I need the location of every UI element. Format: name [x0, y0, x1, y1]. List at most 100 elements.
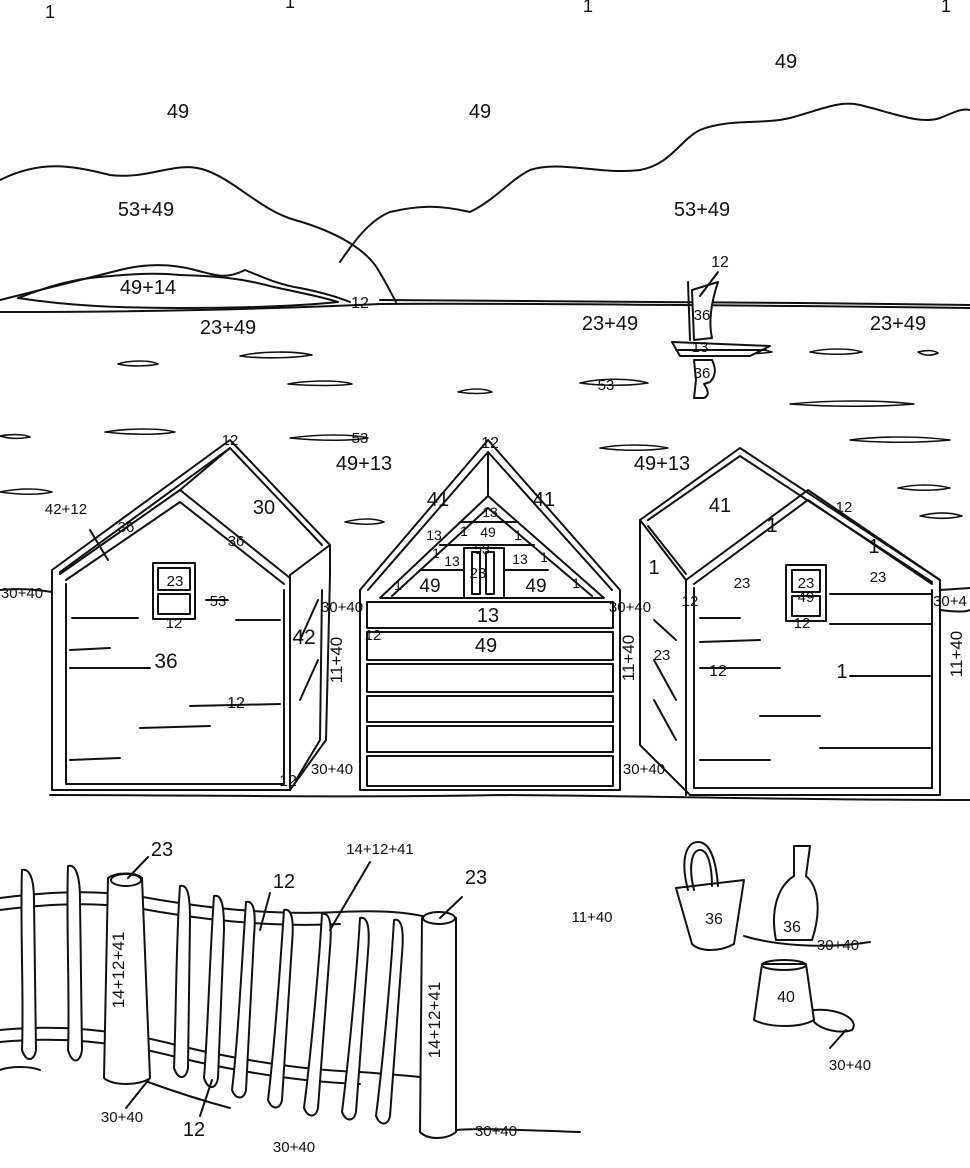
number-sea-mid: 23+49: [582, 313, 638, 335]
number-hut1-window-sill: 12: [166, 615, 183, 632]
number-hut2-left-30-40: 30+40: [321, 599, 363, 616]
number-sky-right: 49: [775, 51, 797, 73]
number-sea-lower-1: 49+13: [336, 453, 392, 475]
number-hut1-trim-c: 36: [228, 533, 245, 550]
horizon: [0, 299, 970, 313]
number-post2-top: 23: [465, 867, 487, 889]
number-ground-1: 30+40: [311, 761, 353, 778]
number-hut3-window-pane: 23: [798, 575, 815, 592]
number-sky-top-3: 1: [583, 0, 593, 16]
number-hut3-trim-3: 1: [868, 536, 879, 558]
number-fence-rope: 14+12+41: [346, 841, 414, 858]
number-pot: 40: [777, 989, 795, 1006]
number-pot-shadow: 30+40: [829, 1057, 871, 1074]
number-ground-2: 30+40: [623, 761, 665, 778]
island: [0, 264, 351, 309]
sailboat: [671, 281, 771, 399]
number-mountain-left: 53+49: [118, 199, 174, 221]
number-hut2-roof-ridge: 12: [481, 435, 499, 452]
number-hut2-gable-49r: 49: [525, 576, 546, 597]
number-hut2-roof-left: 41: [427, 489, 449, 511]
mountains: [0, 102, 970, 303]
leader-lines: [125, 271, 847, 1117]
number-hut3-23-right: 23: [870, 569, 887, 586]
number-post1-body: 14+12+41: [109, 932, 128, 1009]
number-bucket-shadow: 30+40: [817, 937, 859, 954]
number-hut2-roof-right: 41: [533, 489, 555, 511]
number-fence-bottom-12: 12: [183, 1119, 205, 1141]
ground: [0, 587, 970, 801]
number-hut1-window-frame: 53: [210, 593, 227, 610]
number-fence-bottom-30-40a: 30+40: [101, 1109, 143, 1126]
hut-3: [639, 447, 941, 796]
number-fence-bottom-30-40c: 30+40: [475, 1123, 517, 1140]
number-hut3-side-23: 23: [654, 647, 671, 664]
number-hut3-side: 1: [648, 557, 659, 579]
number-hut1-side: 42: [292, 626, 315, 649]
number-left-edge: 30+40: [1, 585, 43, 602]
number-hut1-plank: 12: [227, 695, 245, 712]
number-hut3-plank: 12: [709, 663, 727, 680]
water-ripples: [0, 348, 963, 526]
number-sky-top-2: 1: [285, 0, 295, 12]
number-post1-top: 23: [151, 839, 173, 861]
number-sky-left: 49: [167, 101, 189, 123]
number-hut3-trim-1: 1: [766, 515, 777, 537]
number-hut3-corner: 12: [682, 593, 699, 610]
number-mountain-right: 53+49: [674, 199, 730, 221]
number-hut2-gable-1d: 1: [540, 549, 548, 565]
number-gap-1: 11+40: [327, 637, 346, 683]
number-hut3-trim-2: 12: [836, 499, 853, 516]
number-hut2-gable-53: 53: [474, 541, 490, 557]
number-hut2-gable-1b: 1: [514, 527, 522, 543]
number-island: 49+14: [120, 277, 176, 299]
number-hut3-window-sill: 12: [794, 615, 811, 632]
number-hut2-gable-13c: 13: [444, 553, 460, 569]
number-sky-top-1: 1: [45, 2, 55, 22]
number-reflection: 36: [694, 365, 711, 382]
number-island-edge: 12: [351, 295, 369, 312]
number-hut2-gable-13a: 13: [482, 504, 498, 520]
number-fence-12a: 12: [273, 871, 295, 893]
hut-1: [51, 439, 331, 791]
number-sky-mid: 49: [469, 101, 491, 123]
number-bucket: 36: [705, 911, 723, 928]
number-sea-ripple-2: 53: [352, 430, 369, 447]
number-spade: 36: [783, 919, 801, 936]
number-hut2-band-13: 13: [477, 605, 499, 627]
number-hut2-gable-13b: 13: [426, 527, 442, 543]
number-right-edge-11-40: 11+40: [947, 631, 966, 677]
number-hut2-gable-1a: 1: [460, 523, 468, 539]
beach-toys: [675, 841, 871, 1033]
number-hut2-gable-1e: 1: [394, 577, 402, 593]
number-hut3-23-left: 23: [734, 575, 751, 592]
number-post2-body: 14+12+41: [425, 982, 444, 1059]
number-hut2-gable-23: 23: [470, 565, 487, 582]
hut-2: [359, 439, 621, 791]
number-hut1-wall: 36: [154, 650, 177, 673]
number-hut2-band-12: 12: [365, 627, 382, 644]
number-hut1-roof-right: 30: [253, 497, 275, 519]
number-fence-bottom-30-40b: 30+40: [273, 1139, 315, 1156]
number-gap-2: 11+40: [619, 635, 638, 681]
number-right-edge-30-40: 30+4: [933, 593, 967, 610]
number-ripple: 53: [598, 377, 615, 394]
number-hut2-gable-1c: 1: [432, 545, 440, 561]
number-hut1-trim-a: 42+12: [45, 501, 87, 518]
number-sea-right: 23+49: [870, 313, 926, 335]
number-sand-11-40: 11+40: [571, 909, 612, 926]
number-hut2-right-30-40: 30+40: [609, 599, 651, 616]
number-hut3-roof: 41: [709, 495, 731, 517]
number-hut3-window-49: 49: [798, 589, 815, 606]
number-sky-top-4: 1: [941, 0, 951, 16]
number-sail: 36: [694, 307, 711, 324]
number-hut1-trim-b: 36: [118, 519, 135, 536]
number-hut1-corner: 12: [279, 773, 297, 790]
number-hut1-roof-ridge: 12: [222, 432, 239, 449]
number-sea-lower-2: 49+13: [634, 453, 690, 475]
number-hut2-gable-49: 49: [480, 524, 496, 540]
number-hut3-wall: 1: [836, 661, 847, 683]
